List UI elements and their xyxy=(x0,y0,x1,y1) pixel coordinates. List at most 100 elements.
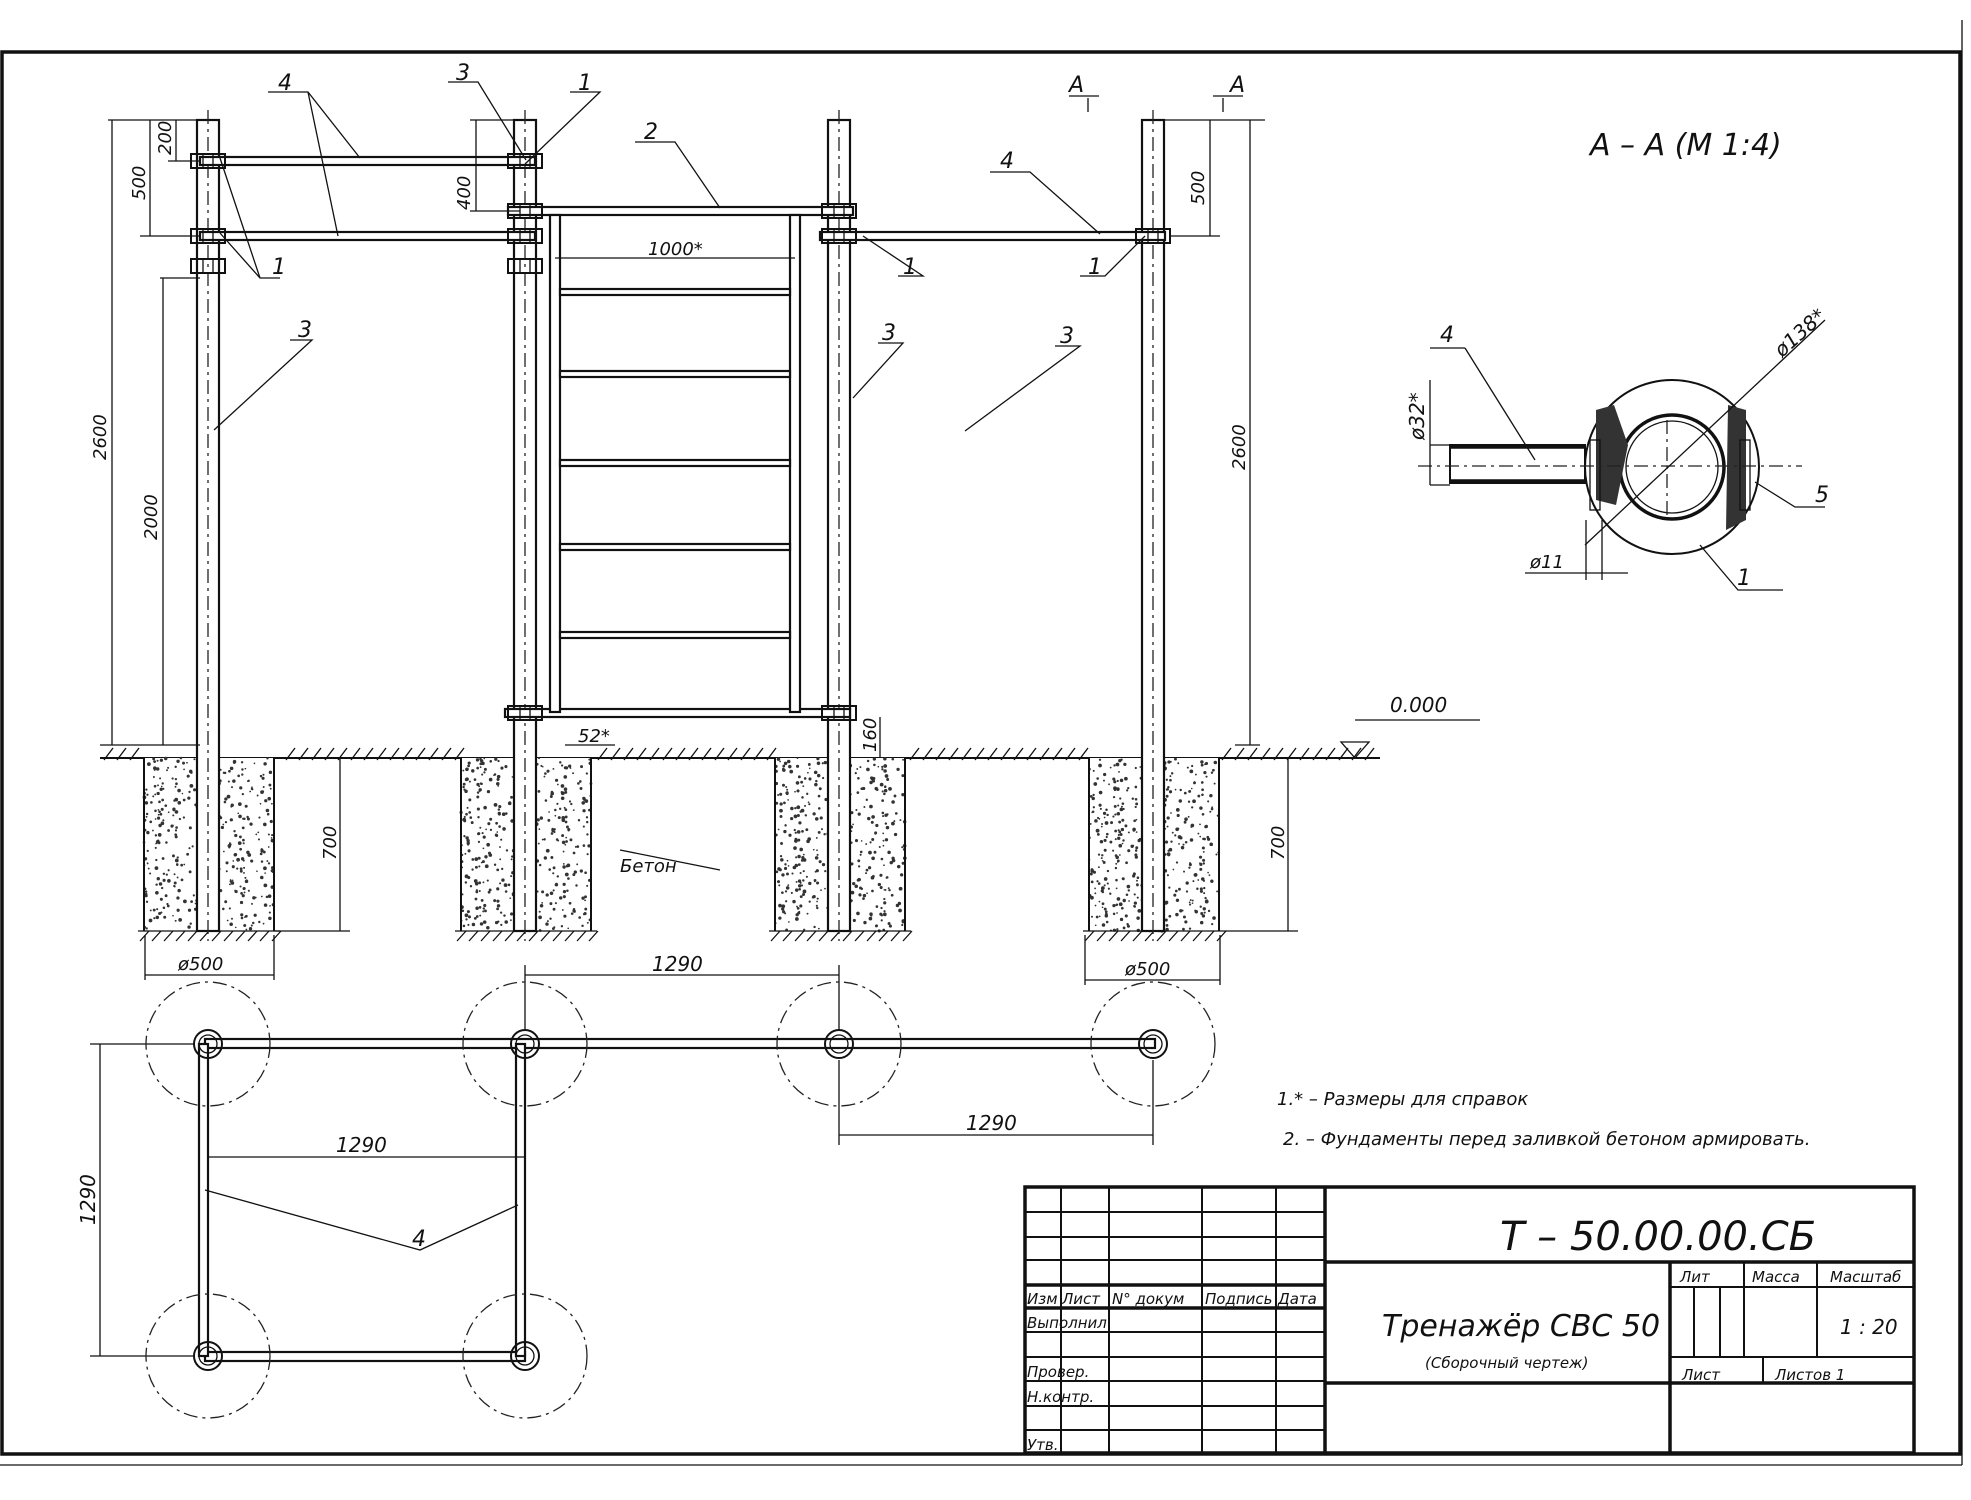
concrete-dot xyxy=(153,917,156,920)
concrete-dot xyxy=(1175,861,1179,864)
concrete-dot xyxy=(481,860,485,864)
concrete-dot xyxy=(1133,901,1137,905)
concrete-dot xyxy=(898,908,902,913)
concrete-dot xyxy=(1204,896,1207,900)
concrete-dot xyxy=(786,872,789,876)
concrete-dot xyxy=(781,873,785,877)
concrete-dot xyxy=(244,767,247,770)
concrete-dot xyxy=(166,904,170,908)
concrete-dot xyxy=(470,821,474,825)
concrete-dot xyxy=(230,917,233,920)
concrete-dot xyxy=(158,833,160,836)
concrete-dot xyxy=(474,857,479,861)
callout-1: 1 xyxy=(578,71,592,96)
concrete-dot xyxy=(1179,909,1183,913)
concrete-dot xyxy=(781,904,786,909)
bottom-hatch xyxy=(564,930,575,942)
ground-hatch xyxy=(701,747,712,761)
foundation-plan-circle xyxy=(145,981,271,1107)
concrete-dot xyxy=(883,792,886,796)
concrete-dot xyxy=(554,814,557,817)
concrete-dot xyxy=(901,923,904,927)
concrete-dot xyxy=(1204,824,1208,829)
concrete-dot xyxy=(570,912,574,915)
concrete-dot xyxy=(187,796,191,800)
concrete-dot xyxy=(253,762,256,765)
concrete-dot xyxy=(806,792,809,795)
ground-hatch xyxy=(740,747,751,761)
concrete-dot xyxy=(236,857,240,862)
concrete-dot xyxy=(269,819,273,824)
concrete-dot xyxy=(780,842,783,845)
concrete-dot xyxy=(557,839,560,842)
concrete-dot xyxy=(509,897,512,900)
concrete-dot xyxy=(234,926,237,929)
concrete-dot xyxy=(467,875,471,880)
concrete-dot xyxy=(261,790,265,793)
bottom-hatch xyxy=(806,930,817,942)
concrete-dot xyxy=(1101,822,1104,825)
concrete-dot xyxy=(172,824,174,827)
concrete-dot xyxy=(552,872,555,875)
concrete-dot xyxy=(489,828,493,832)
concrete-dot xyxy=(799,871,802,875)
bottom-hatch xyxy=(854,930,865,942)
concrete-dot xyxy=(222,850,225,853)
ground-hatch xyxy=(285,747,296,761)
concrete-dot xyxy=(883,788,888,793)
concrete-dot xyxy=(1208,874,1211,877)
concrete-dot xyxy=(146,793,149,796)
concrete-dot xyxy=(816,849,818,852)
concrete-dot xyxy=(175,782,178,786)
concrete-dot xyxy=(482,881,485,884)
concrete-dot xyxy=(582,809,586,813)
concrete-dot xyxy=(1207,909,1211,913)
concrete-dot xyxy=(852,918,856,923)
concrete-dot xyxy=(1104,914,1109,918)
concrete-dot xyxy=(797,781,799,784)
concrete-dot xyxy=(564,872,569,877)
concrete-dot xyxy=(1132,844,1135,847)
concrete-dot xyxy=(1212,768,1215,772)
concrete-dot xyxy=(161,798,164,802)
concrete-dot xyxy=(264,872,266,874)
plan-bar-bottom xyxy=(203,1350,527,1363)
concrete-dot xyxy=(1135,831,1138,833)
concrete-dot xyxy=(147,867,150,870)
concrete-dot xyxy=(875,823,879,828)
ground-hatch xyxy=(363,747,374,761)
concrete-dot xyxy=(468,780,471,783)
concrete-dot xyxy=(155,858,158,862)
concrete-dot xyxy=(873,763,876,767)
concrete-dot xyxy=(564,815,568,819)
concrete-dot xyxy=(1185,890,1189,893)
concrete-dot xyxy=(544,799,548,802)
concrete-dot xyxy=(798,887,801,891)
concrete-dot xyxy=(568,901,572,905)
concrete-dot xyxy=(479,766,482,769)
concrete-dot xyxy=(229,766,234,771)
concrete-dot xyxy=(1117,804,1120,807)
concrete-dot xyxy=(817,794,821,798)
concrete-dot xyxy=(1165,923,1169,927)
concrete-dot xyxy=(569,838,573,842)
concrete-dot xyxy=(230,786,234,789)
concrete-dot xyxy=(891,821,895,826)
concrete-dot xyxy=(859,886,862,890)
concrete-dot xyxy=(476,807,480,811)
concrete-dot xyxy=(1138,837,1142,841)
concrete-dot xyxy=(1207,871,1209,874)
concrete-dot xyxy=(476,782,480,787)
concrete-dot xyxy=(178,817,182,821)
concrete-dot xyxy=(850,890,855,895)
concrete-dot xyxy=(868,916,873,921)
concrete-dot xyxy=(246,817,250,821)
concrete-dot xyxy=(1199,920,1204,925)
concrete-dot xyxy=(1124,914,1128,918)
concrete-dot xyxy=(488,888,492,892)
concrete-dot xyxy=(1091,796,1095,801)
concrete-dot xyxy=(1190,787,1193,790)
ground-hatch xyxy=(1026,747,1037,761)
concrete-dot xyxy=(227,844,232,848)
concrete-dot xyxy=(894,812,898,815)
